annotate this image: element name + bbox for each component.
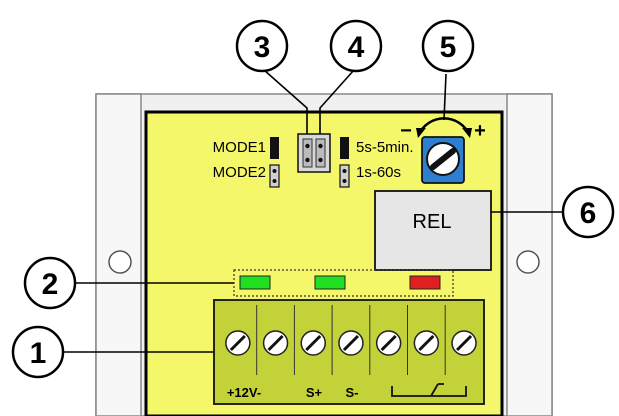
callout-1: 1: [11, 325, 65, 379]
callout-6: 6: [561, 185, 615, 239]
led-1: [239, 275, 271, 290]
terminal-screw-icon: [300, 330, 326, 356]
leader-4: [319, 69, 355, 136]
left-mounting-hole: [108, 250, 132, 274]
pot-arrow-left-icon: [416, 128, 426, 138]
terminal-label-s-minus: S-: [346, 385, 359, 400]
leader-lines: [63, 69, 563, 353]
terminal-label-s-plus: S+: [306, 385, 323, 400]
terminal-screw-icon: [338, 330, 364, 356]
potentiometer: − +: [400, 117, 486, 184]
mode2-label: MODE2: [213, 164, 266, 181]
relay-label: REL: [413, 211, 452, 233]
terminal-screw-icon: [375, 330, 402, 356]
mode1-label: MODE1: [213, 139, 266, 156]
callout-4: 4: [329, 19, 383, 73]
callout-1-number: 1: [30, 337, 47, 370]
time-long-jumper-closed: [340, 137, 349, 159]
callout-2: 2: [23, 256, 77, 310]
pot-rotation-arc: [418, 117, 470, 133]
time-short-label: 1s-60s: [356, 164, 401, 181]
leader-3: [263, 69, 308, 136]
led-group: [239, 275, 441, 290]
terminal-screws: [225, 305, 477, 375]
relay: [374, 190, 492, 271]
led-area-outline: [233, 269, 454, 297]
callout-3-number: 3: [254, 31, 271, 64]
time-short-jumper-open: [339, 164, 350, 188]
pot-slot-icon: [430, 148, 456, 170]
terminal-screw-icon: [225, 330, 251, 356]
terminal-screw-icon: [262, 330, 289, 356]
callout-4-number: 4: [348, 31, 365, 64]
pot-plus-label: +: [474, 120, 486, 142]
mode1-jumper-closed: [270, 137, 279, 159]
right-mounting-hole: [516, 250, 540, 274]
time-long-label: 5s-5min.: [356, 139, 414, 156]
led-3: [409, 275, 441, 290]
center-jumper-header: [297, 133, 331, 173]
pot-arrow-right-icon: [462, 128, 472, 138]
callout-6-number: 6: [580, 197, 597, 230]
pot-minus-label: −: [400, 120, 412, 142]
mode2-jumper-open: [269, 164, 280, 188]
leader-5: [443, 73, 447, 121]
callout-5: 5: [421, 19, 475, 73]
terminal-label-power: +12V-: [227, 385, 261, 400]
terminal-screw-icon: [451, 330, 477, 356]
callout-3: 3: [235, 19, 289, 73]
callout-2-number: 2: [42, 268, 59, 301]
led-2: [314, 275, 346, 290]
callout-5-number: 5: [440, 31, 457, 64]
terminal-screw-icon: [413, 330, 440, 356]
relay-contact-symbol: [391, 383, 467, 397]
